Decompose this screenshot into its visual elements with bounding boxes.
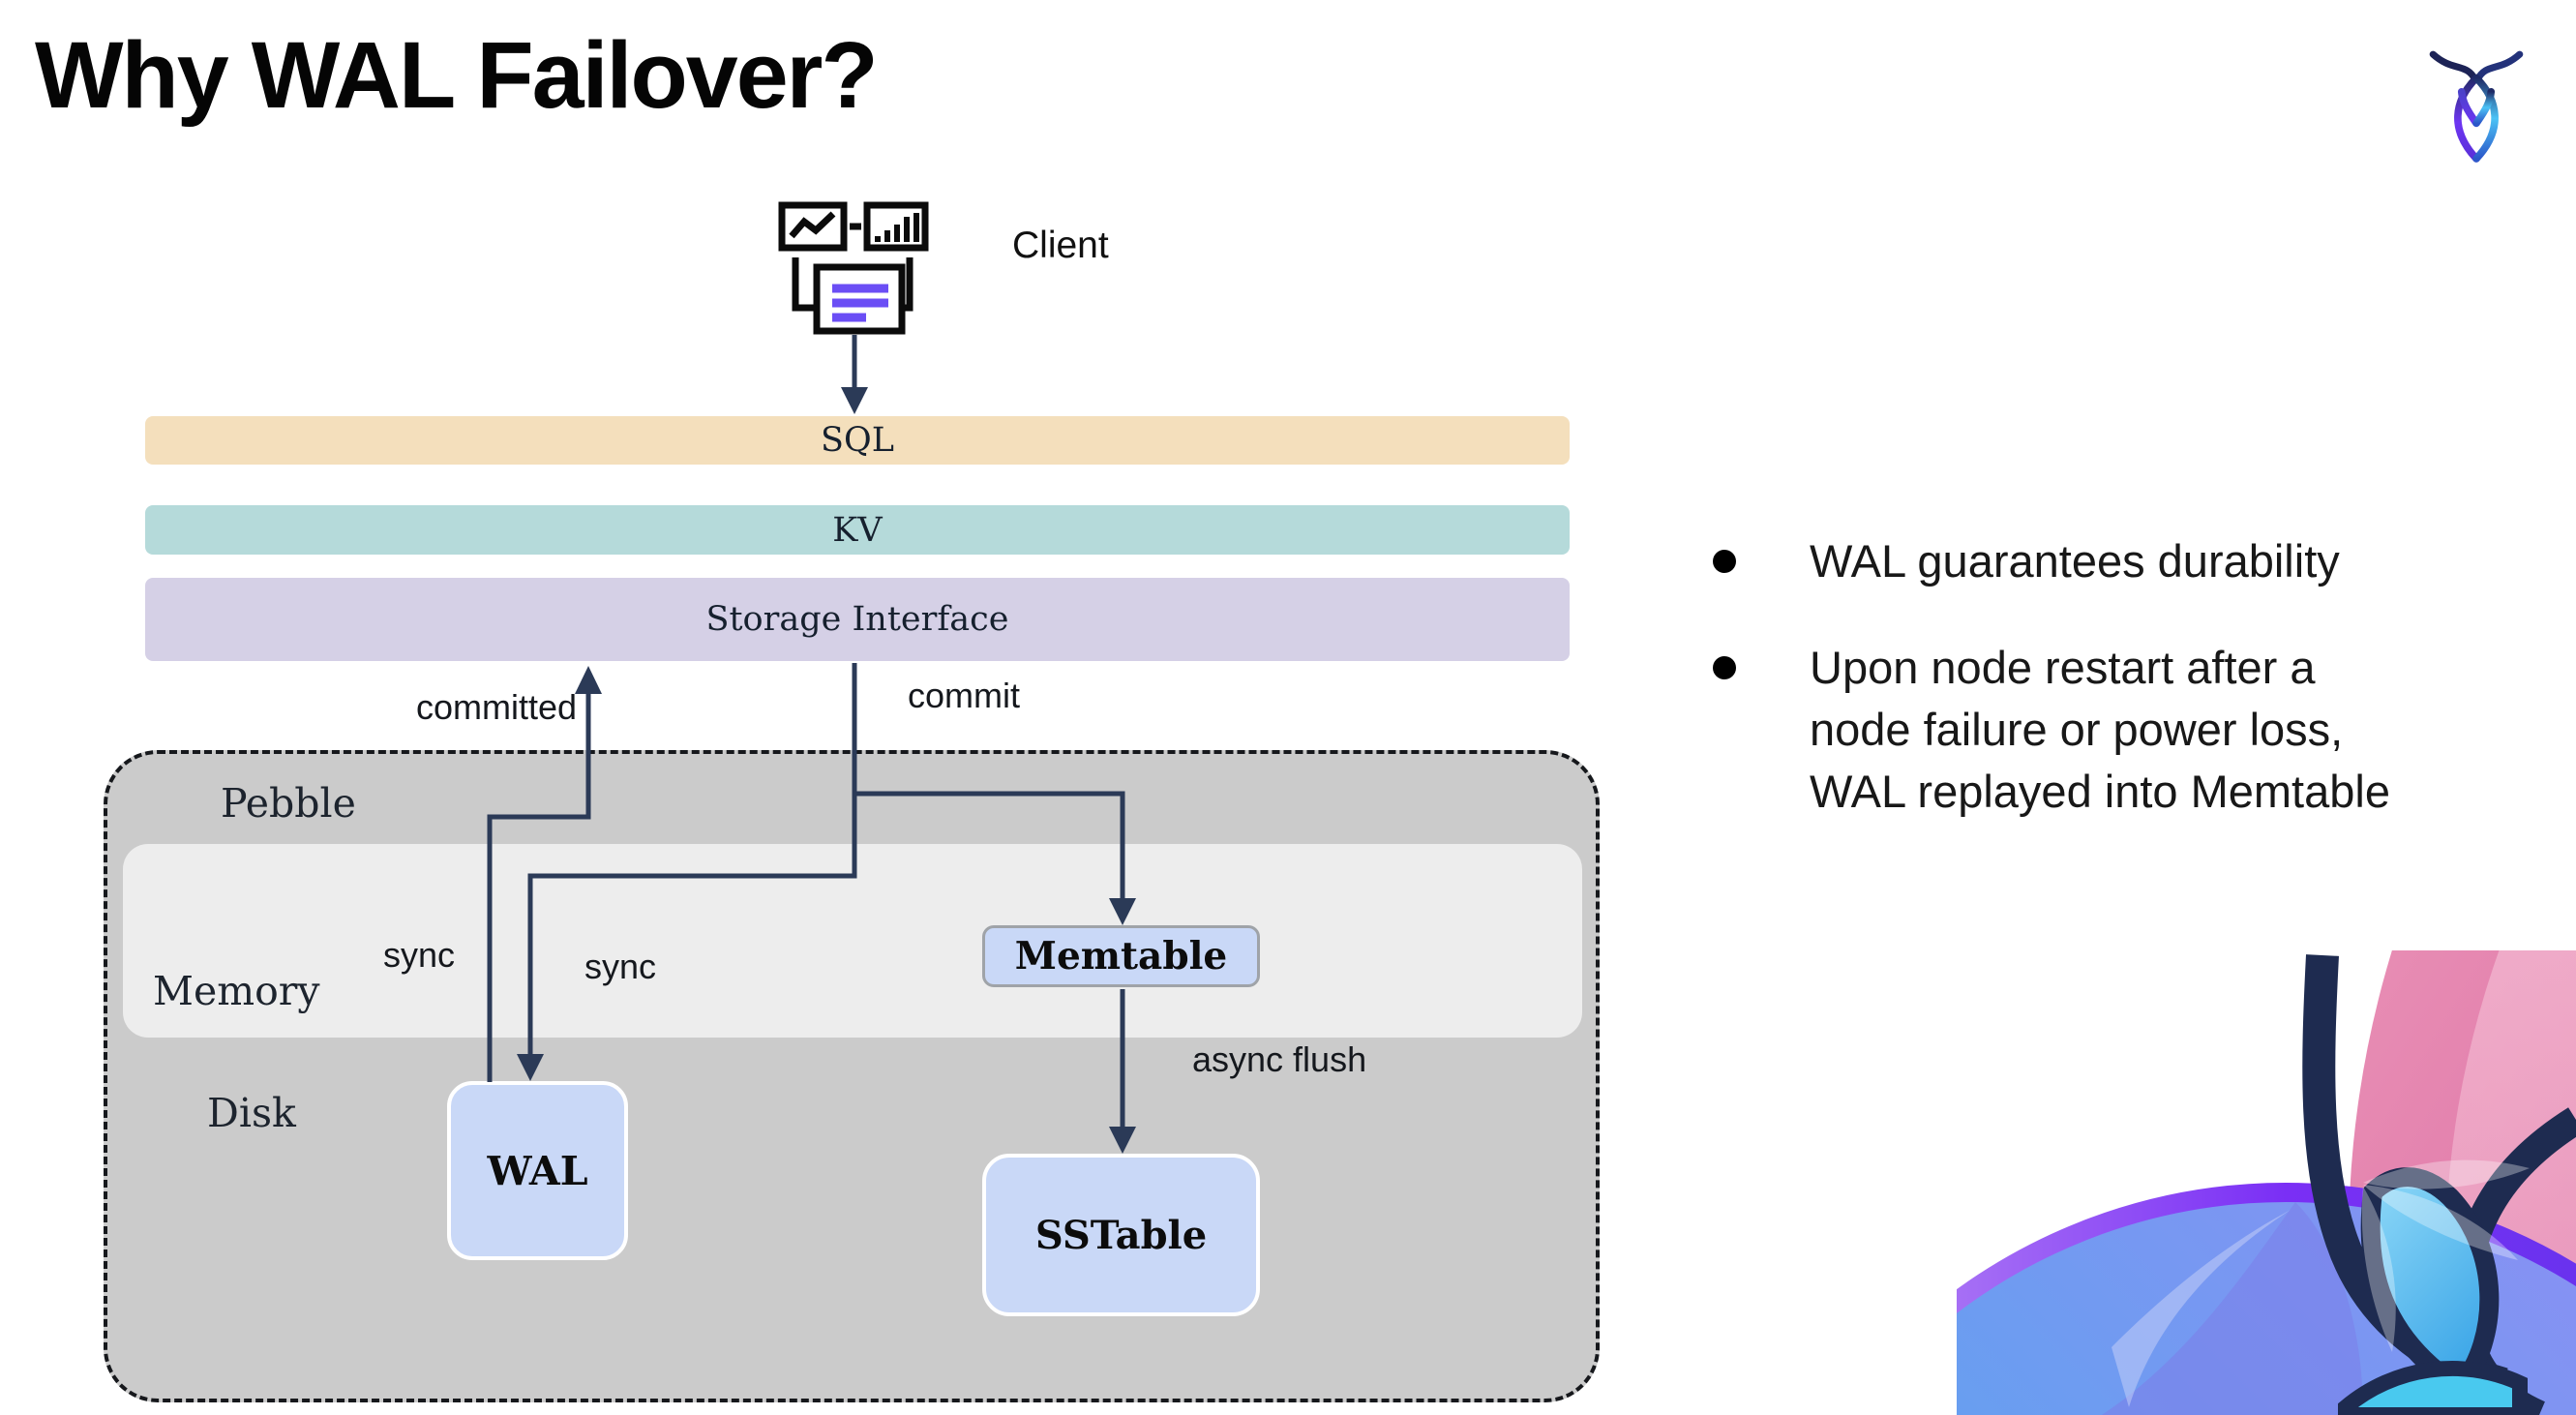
edge-label-sync-left: sync (383, 935, 456, 975)
list-item: WAL guarantees durability (1713, 530, 2555, 592)
bullet-line: node failure or power loss, (1810, 704, 2344, 755)
edge-label-sync-right: sync (584, 947, 657, 986)
sql-layer-bar: SQL (145, 416, 1570, 465)
sstable-node-label: SSTable (1034, 1212, 1208, 1258)
kv-layer-bar: KV (145, 505, 1570, 555)
disk-label: Disk (207, 1090, 296, 1136)
storage-layer-label: Storage Interface (705, 600, 1009, 639)
list-item: Upon node restart after a node failure o… (1713, 637, 2555, 823)
edge-label-committed: committed (415, 687, 577, 727)
wal-node: WAL (447, 1081, 628, 1260)
wal-node-label: WAL (487, 1147, 588, 1194)
memory-label: Memory (153, 968, 320, 1014)
bullet-dot-icon (1713, 656, 1736, 679)
sql-layer-label: SQL (821, 421, 894, 460)
bullet-line: WAL replayed into Memtable (1810, 766, 2390, 817)
cockroach-brand-art (1957, 950, 2576, 1415)
storage-layer-bar: Storage Interface (145, 578, 1570, 661)
bullet-dot-icon (1713, 550, 1736, 573)
kv-layer-label: KV (832, 510, 883, 550)
edge-label-commit: commit (908, 676, 1020, 715)
sstable-node: SSTable (982, 1154, 1260, 1316)
bullet-line: Upon node restart after a (1810, 642, 2316, 693)
pebble-label: Pebble (221, 780, 356, 827)
client-label: Client (1012, 225, 1109, 266)
page-title: Why WAL Failover? (35, 22, 879, 128)
client-terminal-icon (778, 201, 929, 335)
memtable-node: Memtable (982, 925, 1260, 987)
memtable-node-label: Memtable (1014, 934, 1228, 978)
bullet-line: WAL guarantees durability (1810, 535, 2340, 587)
memory-region (123, 844, 1582, 1038)
bullet-list: WAL guarantees durability Upon node rest… (1713, 530, 2555, 867)
edge-label-async-flush: async flush (1192, 1039, 1367, 1079)
cockroachdb-logo-icon (2429, 50, 2524, 163)
